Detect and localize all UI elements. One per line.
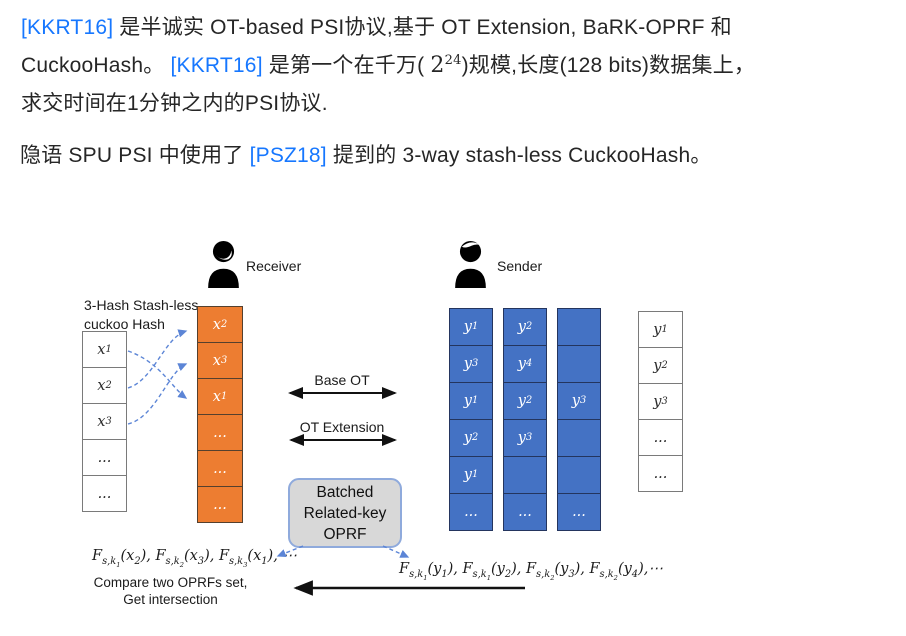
bin-cell: ... — [638, 455, 683, 492]
paragraph-spu-psi: 隐语 SPU PSI 中使用了 [PSZ18] 提到的 3-way stash-… — [20, 137, 890, 175]
text-run: 是第一个在千万( — [262, 54, 431, 77]
compare-oprfs-note-line2: Get intersection — [123, 592, 218, 607]
citation-link[interactable]: [KKRT16] — [21, 16, 114, 39]
bin-cell — [557, 456, 601, 494]
paragraph-line: CuckooHash。 [KKRT16] 是第一个在千万( 224)规模,长度(… — [21, 47, 891, 85]
bin-cell: ... — [82, 475, 127, 512]
receiver-oprf-formula: Fs,k1(x2), Fs,k2(x3), Fs,k3(x1), ⋯ — [92, 548, 297, 569]
cuckoo-hash-annotation-line2: cuckoo Hash — [84, 316, 165, 332]
bin-cell: ... — [503, 493, 547, 531]
bin-cell: ... — [197, 414, 243, 451]
receiver-label: Receiver — [246, 258, 302, 274]
inline-math: 2 — [430, 53, 445, 78]
oprf-box-line3: OPRF — [323, 525, 367, 543]
hash-arrow-x2 — [127, 329, 188, 389]
bin-cell: ... — [197, 450, 243, 487]
bin-cell: ... — [197, 486, 243, 523]
text-run: 隐语 SPU PSI 中使用了 — [20, 144, 250, 167]
bin-cell: ... — [449, 493, 493, 531]
paragraph-line: 隐语 SPU PSI 中使用了 [PSZ18] 提到的 3-way stash-… — [20, 137, 890, 175]
text-run: 提到的 3-way stash-less CuckooHash。 — [326, 144, 712, 167]
bin-cell: ... — [82, 439, 127, 476]
base-ot-label: Base OT — [314, 372, 370, 388]
receiver-person-icon — [208, 240, 239, 288]
superscript-exponent: 24 — [444, 53, 462, 68]
oprf-box-line1: Batched — [316, 483, 374, 501]
bin-cell — [557, 419, 601, 457]
bin-cell: ... — [557, 493, 601, 531]
cuckoo-hash-annotation: 3-Hash Stash-less cuckoo Hash — [84, 296, 198, 334]
text-run: )规模,长度(128 bits)数据集上， — [461, 54, 756, 77]
hash-arrow-x3 — [127, 363, 188, 425]
sender-label: Sender — [497, 258, 543, 274]
bin-cell — [557, 345, 601, 383]
paragraph-line: [KKRT16] 是半诚实 OT-based PSI协议,基于 OT Exten… — [21, 9, 891, 47]
sender-person-icon — [455, 240, 486, 288]
batched-related-key-oprf-box: Batched Related-key OPRF — [288, 478, 402, 548]
paragraph-kkrt16: [KKRT16] 是半诚实 OT-based PSI协议,基于 OT Exten… — [21, 9, 891, 123]
cuckoo-hash-annotation-line1: 3-Hash Stash-less — [84, 297, 199, 313]
bin-cell: ... — [638, 419, 683, 456]
ot-extension-label: OT Extension — [299, 419, 385, 435]
hash-arrow-x1 — [127, 350, 188, 399]
citation-link[interactable]: [KKRT16] — [170, 54, 263, 77]
compare-oprfs-note: Compare two OPRFs set, Get intersection — [88, 574, 253, 608]
oprf-box-line2: Related-key — [303, 504, 387, 522]
bin-cell — [503, 456, 547, 494]
bin-cell — [557, 308, 601, 346]
text-run: 是半诚实 OT-based PSI协议,基于 OT Extension, BaR… — [113, 16, 732, 39]
text-run: 求交时间在1分钟之内的PSI协议. — [21, 92, 328, 115]
sender-oprf-formula: Fs,k1(y1), Fs,k1(y2), Fs,k2(y3), Fs,k2(y… — [399, 561, 663, 582]
paragraph-line: 求交时间在1分钟之内的PSI协议. — [21, 85, 891, 123]
citation-link[interactable]: [PSZ18] — [249, 144, 327, 167]
compare-oprfs-note-line1: Compare two OPRFs set, — [93, 575, 248, 590]
text-run: CuckooHash。 — [21, 54, 171, 77]
